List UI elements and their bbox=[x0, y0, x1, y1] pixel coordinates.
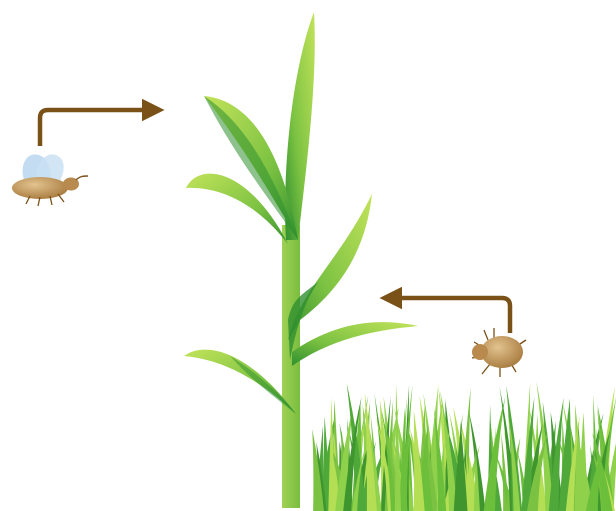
corn-stalk bbox=[282, 225, 300, 508]
winged-insect-icon bbox=[12, 154, 88, 206]
grass-blade bbox=[484, 397, 506, 511]
corn-right-lower-leaf bbox=[292, 322, 418, 366]
wingless-insect-icon bbox=[472, 328, 526, 377]
grass-clump bbox=[312, 382, 616, 511]
arrow-wingless-insect-to-plant bbox=[384, 298, 510, 333]
corn-lower-left-leaf bbox=[184, 350, 296, 414]
arrow-winged-insect-to-plant bbox=[40, 110, 160, 146]
